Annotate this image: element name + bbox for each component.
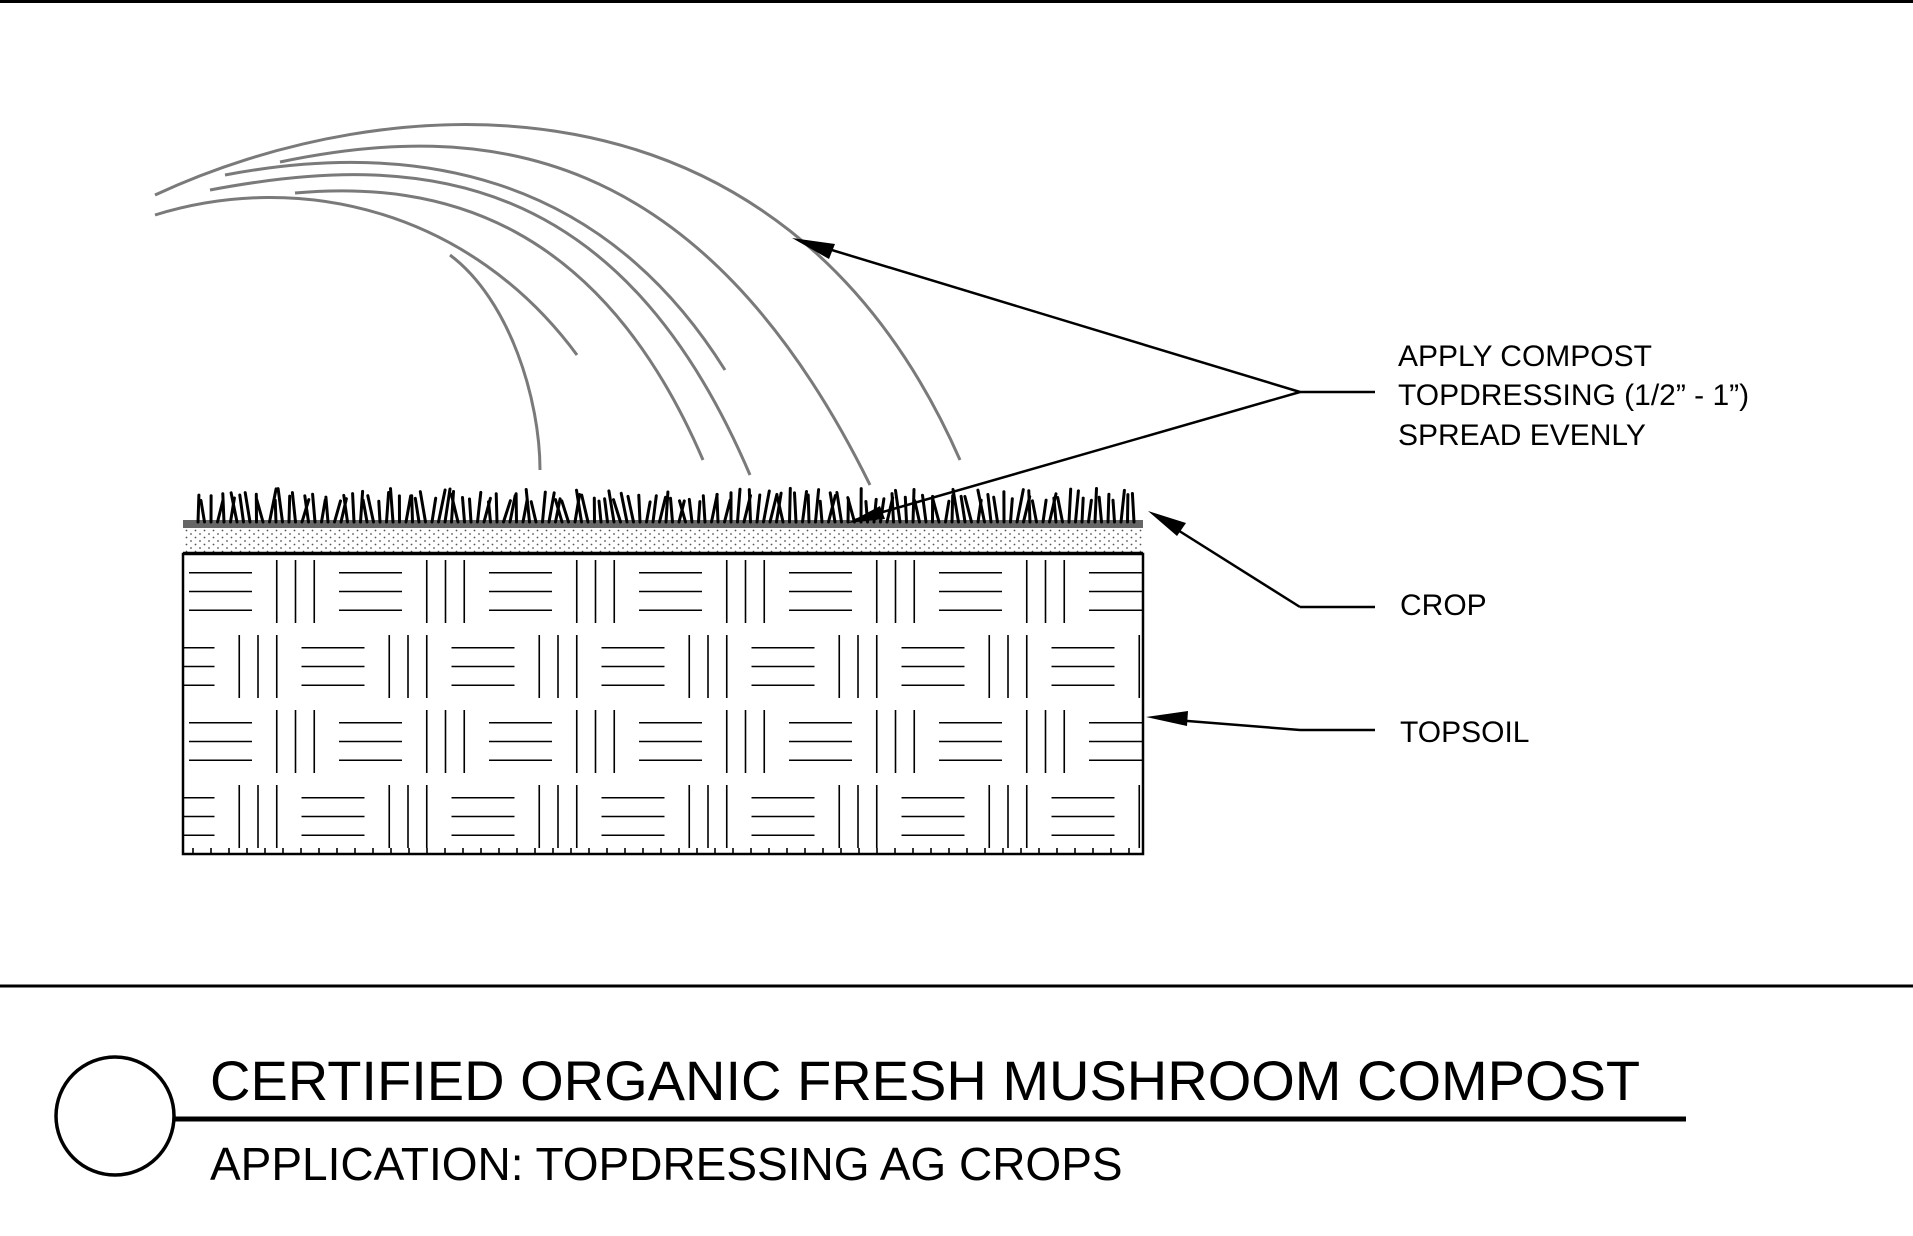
topsoil-arrowhead [1146, 711, 1188, 726]
compost-spray-arcs [154, 123, 962, 486]
topsoil-callout: TOPSOIL [1400, 716, 1530, 749]
topsoil-layer [181, 552, 1145, 856]
compost-callout-line1: APPLY COMPOST [1398, 340, 1652, 373]
crop-leader [1164, 520, 1375, 609]
compost-callout-line2: TOPDRESSING (1/2” - 1”) [1398, 379, 1749, 412]
detail-number-circle [54, 1055, 176, 1177]
compost-arrowhead-lower [848, 506, 885, 523]
crop-arrowhead [1148, 511, 1186, 536]
drawing-subtitle: APPLICATION: TOPDRESSING AG CROPS [210, 1138, 1123, 1190]
topsoil-leader [1174, 718, 1375, 732]
crop-callout: CROP [1400, 589, 1487, 622]
compost-layer [183, 528, 1143, 554]
compost-callout-line3: SPREAD EVENLY [1398, 419, 1646, 452]
drawing-title: CERTIFIED ORGANIC FRESH MUSHROOM COMPOST [210, 1049, 1640, 1112]
crop-blades [196, 486, 1136, 524]
compost-arrowhead-upper [792, 238, 835, 259]
compost-leader [811, 242, 1375, 522]
